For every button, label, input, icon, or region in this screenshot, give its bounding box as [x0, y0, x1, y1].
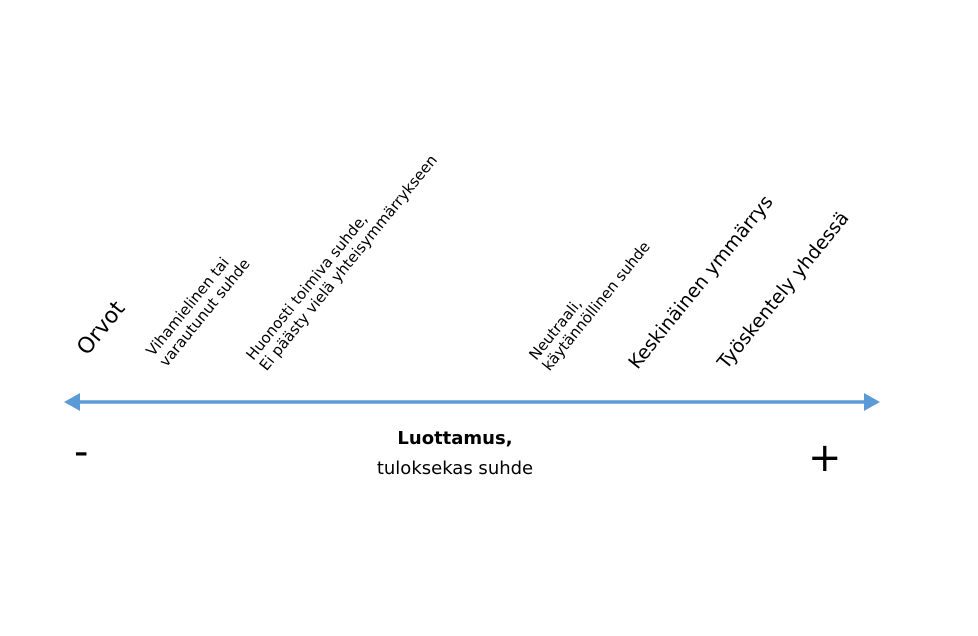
- label-line: Neutraali,: [525, 294, 586, 363]
- arrow-head-left: [64, 393, 80, 411]
- arrow-head-right: [864, 393, 880, 411]
- label-text: Orvot: [72, 296, 131, 360]
- label-line: Ei päästy vielä yhteisymmärrykseen: [255, 150, 442, 374]
- label-huonosti: Huonosti toimiva suhde, Ei päästy vielä …: [242, 141, 442, 374]
- label-line: Huonosti toimiva suhde,: [242, 209, 372, 363]
- axis-center-title: Luottamus,: [397, 428, 513, 449]
- label-keskinainen: Keskinäinen ymmärrys: [624, 191, 778, 374]
- label-vihamielinen: Vihamielinen tai varautunut suhde: [142, 244, 254, 370]
- plus-sign: +: [808, 435, 842, 481]
- axis-center-subtitle: tuloksekas suhde: [376, 458, 534, 479]
- label-text: Keskinäinen ymmärrys: [624, 191, 778, 374]
- minus-sign: -: [74, 429, 89, 475]
- label-orvot: Orvot: [72, 296, 130, 360]
